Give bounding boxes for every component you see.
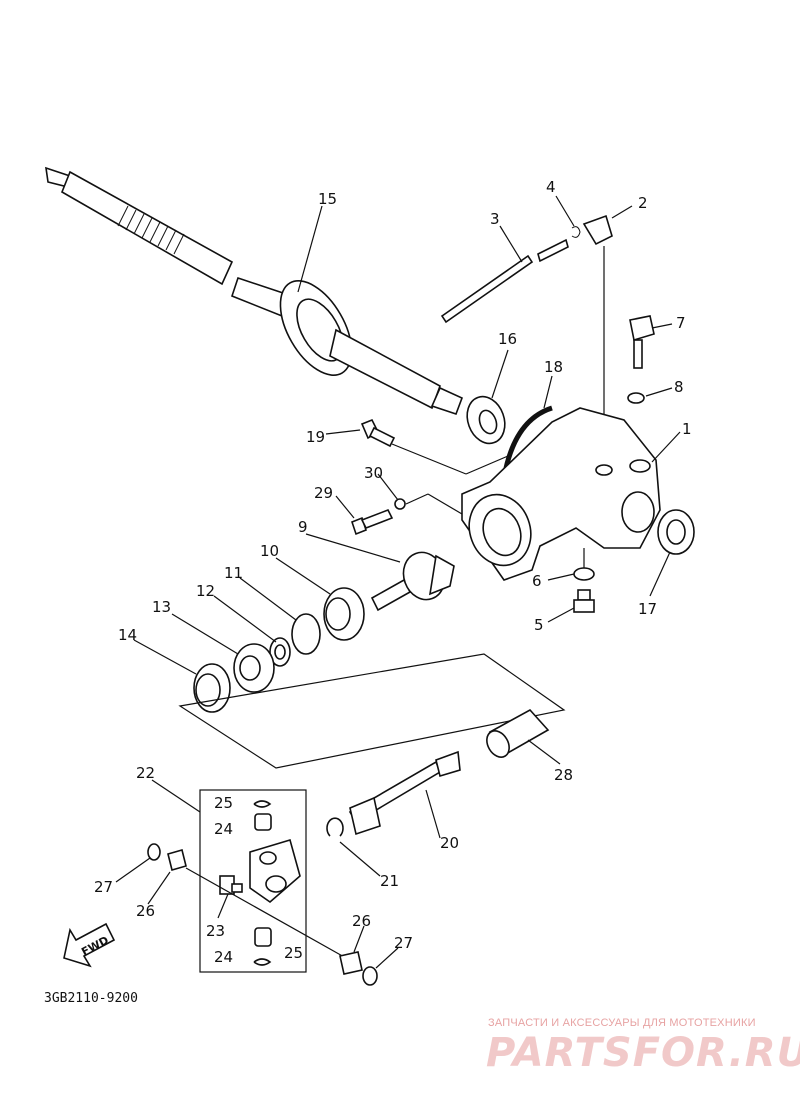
- bolt-29: [351, 508, 394, 536]
- callout-17: 17: [638, 600, 657, 618]
- gear-case-1: [461, 407, 661, 581]
- drain-bolt-5: [573, 548, 595, 613]
- circlip-25-bottom: [253, 958, 272, 966]
- callout-3: 3: [490, 210, 500, 228]
- sleeve-28: [486, 708, 550, 758]
- washer-27-left: [147, 843, 161, 861]
- assembly-axis: [185, 867, 347, 959]
- callout-18: 18: [544, 358, 563, 376]
- callout-labels: 15 3 4 2 7 8 1 16 18 19 30 29 9 10 11 12…: [94, 178, 692, 966]
- callout-9: 9: [298, 518, 308, 536]
- watermark-logo: PARTSFOR.RU: [486, 1030, 800, 1076]
- callout-26-right: 26: [352, 912, 371, 930]
- callout-2: 2: [638, 194, 648, 212]
- callout-1: 1: [682, 420, 692, 438]
- o-ring-11: [291, 613, 321, 655]
- drive-shaft-15: [45, 166, 464, 416]
- circlip-25-top: [253, 800, 272, 808]
- callout-22: 22: [136, 764, 155, 782]
- breather-hose-3: [440, 238, 569, 324]
- bushing-26-left: [167, 849, 187, 871]
- callout-11: 11: [224, 564, 243, 582]
- callout-15: 15: [318, 190, 337, 208]
- ring-12: [269, 637, 291, 667]
- bushing-26-right: [339, 951, 363, 975]
- callout-21: 21: [380, 872, 399, 890]
- callout-29: 29: [314, 484, 333, 502]
- callout-7: 7: [676, 314, 686, 332]
- callout-16: 16: [498, 330, 517, 348]
- callout-27-left: 27: [94, 878, 113, 896]
- callout-5: 5: [534, 616, 544, 634]
- o-ring-8: [627, 392, 645, 404]
- oil-seal-16: [466, 395, 506, 445]
- callout-23: 23: [206, 922, 225, 940]
- cap-24-bottom: [254, 927, 272, 947]
- callout-30: 30: [364, 464, 383, 482]
- oil-seal-17: [657, 509, 695, 555]
- callout-28: 28: [554, 766, 573, 784]
- leader-lines: [115, 195, 681, 969]
- bearing-13: [233, 643, 275, 693]
- bolt-19: [360, 418, 509, 475]
- callout-19: 19: [306, 428, 325, 446]
- universal-joint-box-22: [199, 789, 307, 973]
- pinion-gear-9: [370, 551, 455, 612]
- washer-27-right: [362, 966, 378, 986]
- washer-30: [394, 498, 406, 510]
- callout-25-top: 25: [214, 794, 233, 812]
- drain-plug-7: [629, 315, 655, 369]
- bearing-10: [323, 587, 365, 641]
- gasket-6: [573, 567, 595, 581]
- forward-arrow-icon: FWD: [63, 922, 116, 968]
- callout-4: 4: [546, 178, 556, 196]
- callout-20: 20: [440, 834, 459, 852]
- callout-12: 12: [196, 582, 215, 600]
- yoke-23: [249, 838, 301, 904]
- callout-13: 13: [152, 598, 171, 616]
- hose-clip-4: [571, 226, 581, 238]
- callout-24-bottom: 24: [214, 948, 233, 966]
- diagram-code: 3GB2110-9200: [44, 991, 138, 1006]
- callout-6: 6: [532, 572, 542, 590]
- callout-26-left: 26: [136, 902, 155, 920]
- nut-14: [193, 663, 231, 713]
- spider-23: [219, 875, 243, 895]
- cap-24-top: [254, 813, 272, 831]
- callout-27-right: 27: [394, 934, 413, 952]
- watermark-tagline: ЗАПЧАСТИ И АКСЕССУАРЫ ДЛЯ МОТОТЕХНИКИ: [488, 1017, 756, 1029]
- circlip-21: [326, 817, 344, 837]
- leader-30-to-case: [405, 493, 463, 515]
- callout-8: 8: [674, 378, 684, 396]
- callout-24-top: 24: [214, 820, 233, 838]
- drive-shaft-20: [348, 750, 461, 836]
- callout-14: 14: [118, 626, 137, 644]
- callout-10: 10: [260, 542, 279, 560]
- callout-25-bottom: 25: [284, 944, 303, 962]
- assembly-boundary: [178, 653, 566, 769]
